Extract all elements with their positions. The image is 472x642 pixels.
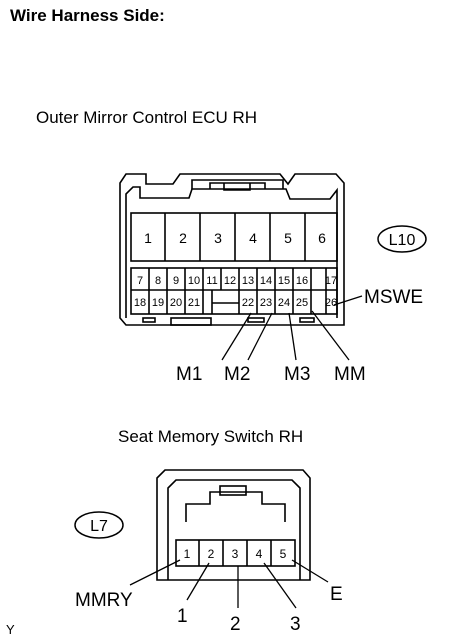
page-heading: Wire Harness Side: [10,6,165,25]
l7-code-badge: L7 [74,511,124,539]
l7-signal-labels: MMRY 1 2 3 E [75,584,343,635]
l10-pin-20: 20 [170,297,182,309]
l10-pin-1: 1 [144,230,152,246]
l10-pin-3: 3 [214,230,222,246]
l10-inner-frame [125,186,338,318]
l7-leader-lines [129,559,329,609]
label-m2: M2 [224,364,250,385]
l7-pin-1: 1 [184,547,191,561]
l7-pin-3: 3 [232,547,239,561]
l7-pin-5: 5 [280,547,287,561]
l10-pin-9: 9 [173,275,179,287]
l10-pin-25: 25 [296,297,308,309]
l10-pin-5: 5 [284,230,292,246]
l10-pin-7: 7 [137,275,143,287]
l7-pin-4: 4 [256,547,263,561]
l10-caption: Outer Mirror Control ECU RH [36,108,258,127]
l10-pin-12: 12 [224,275,236,287]
label-m1: M1 [176,364,202,385]
l10-leader-lines [221,295,363,361]
l10-pin-11: 11 [206,275,217,287]
l7-inner-frame [167,479,301,580]
l10-code: L10 [389,232,416,249]
l10-pin-10: 10 [188,275,200,287]
l10-pin-17: 17 [325,275,337,287]
l7-caption: Seat Memory Switch RH [118,427,304,446]
l10-pin-numbers: 1 2 3 4 5 6 [144,230,326,246]
l10-pin-4: 4 [249,230,257,246]
l10-pin-6: 6 [318,230,326,246]
label-m3: M3 [284,364,310,385]
l10-pin-22: 22 [242,297,254,309]
l10-pin-14: 14 [260,275,272,287]
l10-pin-18: 18 [134,297,146,309]
l10-pin-23: 23 [260,297,272,309]
label-e: E [330,584,343,605]
l7-latch [185,491,286,522]
l10-row2-numbers: 18 19 20 21 22 23 24 25 26 [134,297,337,309]
l10-pin-2: 2 [179,230,187,246]
label-mmry: MMRY [75,590,133,611]
l10-pin-19: 19 [152,297,164,309]
l10-row1-numbers: 7 8 9 10 11 12 13 14 15 16 17 [137,275,337,287]
l10-lower-cavity [130,267,338,315]
l10-pin-15: 15 [278,275,290,287]
label-mm: MM [334,364,366,385]
l10-pin-8: 8 [155,275,161,287]
l7-connector [156,469,311,581]
l7-pin-2: 2 [208,547,215,561]
label-pin-3: 3 [290,614,301,635]
l10-pin-24: 24 [278,297,290,309]
l7-pin-cavity [175,539,296,567]
label-pin-1: 1 [177,606,188,627]
l10-signal-labels: M1 M2 M3 MM MSWE [176,287,423,385]
l10-pin-21: 21 [188,297,200,309]
label-mswe: MSWE [364,287,423,308]
l10-top-cavity [130,212,338,262]
l10-latch [191,179,284,191]
label-pin-2: 2 [230,614,241,635]
l10-pin-26: 26 [325,297,337,309]
l7-body-outline [156,469,311,581]
corner-mark: Y [6,622,15,637]
l7-code: L7 [90,518,108,535]
l10-body-outline [119,173,345,326]
l7-pin-numbers: 1 2 3 4 5 [184,547,287,561]
l10-pin-16: 16 [296,275,308,287]
l10-pin-13: 13 [242,275,254,287]
l10-code-badge: L10 [377,225,427,253]
l10-connector [119,173,345,326]
